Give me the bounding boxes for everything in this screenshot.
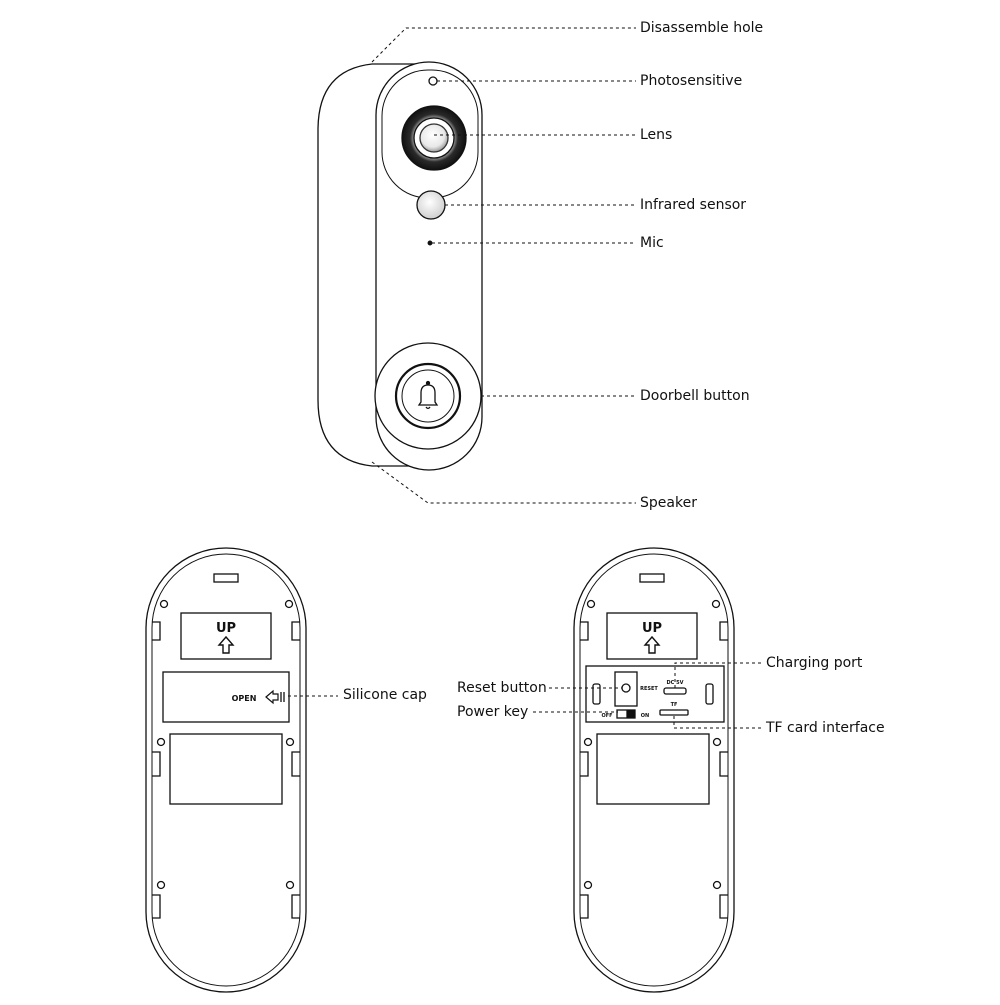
label-silicone-cap: Silicone cap [343, 687, 427, 703]
screw-hole [583, 737, 593, 747]
side-clip [152, 621, 161, 641]
side-clip [291, 751, 300, 777]
back-view-open [573, 547, 735, 993]
up-plate [606, 612, 698, 660]
power-switch-knob [626, 710, 635, 718]
back-view-closed [145, 547, 307, 993]
screw-hole [711, 599, 721, 609]
mic-hole [427, 240, 433, 246]
silicone-cap [162, 671, 290, 723]
bell-icon [417, 384, 439, 410]
screw-hole [712, 880, 722, 890]
label-speaker: Speaker [640, 495, 697, 511]
bell-top-icon [425, 380, 431, 386]
side-clip [580, 751, 589, 777]
front-leader-lines [371, 27, 636, 504]
tf-text: TF [671, 702, 678, 708]
compartment-side-slot [592, 683, 601, 705]
off-text: OFF [601, 713, 612, 719]
on-text: ON [641, 713, 649, 719]
up-plate [180, 612, 272, 660]
label-disassemble-hole: Disassemble hole [640, 20, 764, 36]
label-reset-button: Reset button [457, 680, 547, 696]
side-clip [291, 621, 300, 641]
up-arrow-icon [643, 635, 661, 654]
leader-disassemble-hole [371, 27, 636, 63]
front-view-device [317, 61, 483, 471]
up-text-open: UP [642, 621, 662, 636]
back-open-top-slot [639, 573, 665, 583]
back-open-inner-shell [579, 553, 729, 987]
label-lens: Lens [640, 127, 673, 143]
back-closed-lower-plate [169, 733, 283, 805]
tf-card-slot-icon [659, 709, 689, 716]
side-clip [719, 894, 728, 919]
reset-text: RESET [640, 686, 658, 692]
screw-hole [583, 880, 593, 890]
back-open-leader-lines [533, 662, 762, 729]
back-closed-inner-shell [151, 553, 301, 987]
lens-glass [419, 123, 449, 153]
photosensitive-dot [428, 76, 438, 86]
power-switch [616, 709, 636, 719]
screw-hole [159, 599, 169, 609]
leader-charging-port [674, 662, 762, 688]
side-clip [580, 894, 589, 919]
side-clip [580, 621, 589, 641]
side-clip [152, 751, 161, 777]
side-clip [152, 894, 161, 919]
side-clip [291, 894, 300, 919]
side-clip [719, 621, 728, 641]
dc-port-text: DC 5V [667, 680, 684, 686]
leader-tf-card-interface [673, 716, 762, 729]
back-closed-top-slot [213, 573, 239, 583]
screw-hole [586, 599, 596, 609]
open-text: OPEN [232, 694, 257, 703]
leader-speaker [371, 461, 636, 504]
screw-hole [284, 599, 294, 609]
compartment-side-slot [705, 683, 714, 705]
back-open-lower-plate [596, 733, 710, 805]
open-arrow-icon [265, 689, 279, 705]
label-charging-port: Charging port [766, 655, 863, 671]
screw-hole [712, 737, 722, 747]
screw-hole [285, 880, 295, 890]
back-open-outer-shell [573, 547, 735, 993]
reset-button-housing [614, 671, 638, 707]
label-mic: Mic [640, 235, 664, 251]
port-compartment [585, 665, 725, 723]
label-infrared-sensor: Infrared sensor [640, 197, 747, 213]
screw-hole [156, 880, 166, 890]
label-doorbell-button: Doorbell button [640, 388, 750, 404]
label-power-key: Power key [457, 704, 529, 720]
up-arrow-icon [217, 635, 235, 654]
screw-hole [156, 737, 166, 747]
label-photosensitive: Photosensitive [640, 73, 743, 89]
side-clip [719, 751, 728, 777]
label-tf-card-interface: TF card interface [766, 720, 885, 736]
up-text-closed: UP [216, 621, 236, 636]
screw-hole [285, 737, 295, 747]
infrared-sensor-dome [416, 190, 446, 220]
